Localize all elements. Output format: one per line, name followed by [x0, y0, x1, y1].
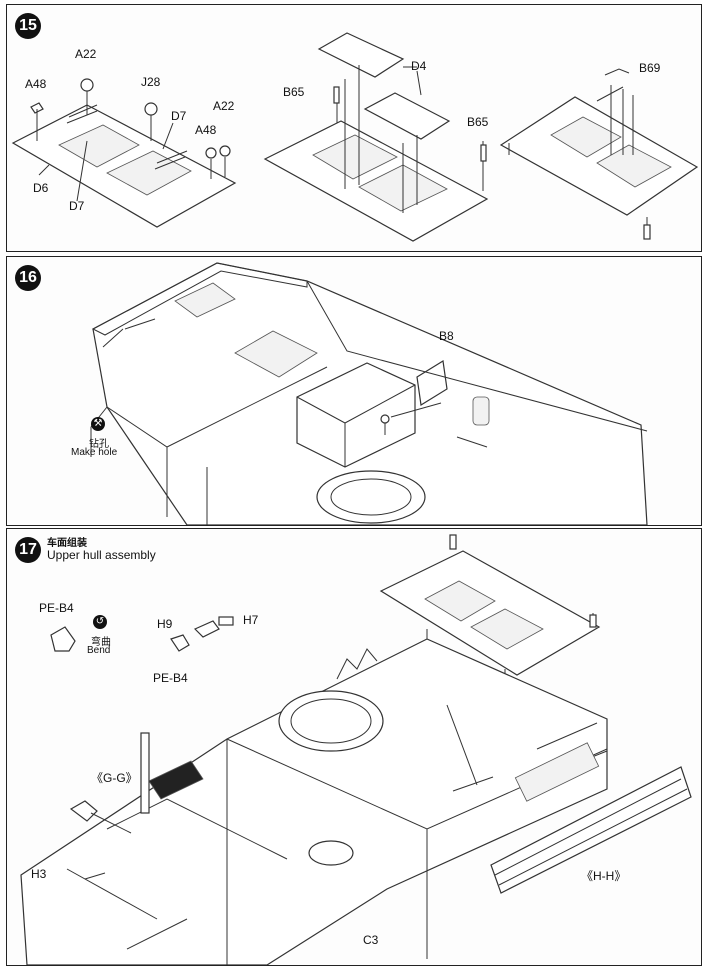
- label-a22-left: A22: [75, 47, 97, 61]
- label-h9: H9: [157, 617, 173, 631]
- label-d6: D6: [33, 181, 49, 195]
- label-d4: D4: [411, 59, 427, 73]
- label-pe-b4-mid: PE-B4: [153, 671, 188, 685]
- bend-en: Bend: [87, 645, 111, 656]
- label-h3: H3: [31, 867, 47, 881]
- drill-icon: ⚒: [91, 417, 105, 431]
- step-16-drawing: [90, 262, 648, 525]
- bend-cn: 弯曲: [91, 637, 111, 648]
- label-b65-top: B65: [283, 85, 305, 99]
- step-15-drawing: [11, 32, 699, 242]
- label-h7: H7: [243, 613, 259, 627]
- label-d7-bottom: D7: [69, 199, 85, 213]
- label-a22-right: A22: [213, 99, 235, 113]
- make-hole-en: Make hole: [71, 447, 118, 458]
- label-b65-right: B65: [467, 115, 489, 129]
- step-16-panel: 16 B8 ⚒ 钻孔 Make hole: [6, 256, 702, 526]
- label-g-g: 《G-G》: [91, 771, 138, 785]
- label-a48-left: A48: [25, 77, 47, 91]
- step-17-title-cn: 车面组装: [47, 538, 87, 549]
- step-16-badge: 16: [15, 265, 41, 291]
- step-17-badge: 17: [15, 537, 41, 563]
- label-c3: C3: [363, 933, 379, 947]
- label-b8: B8: [439, 329, 454, 343]
- label-j28: J28: [141, 75, 161, 89]
- step-15-badge: 15: [15, 13, 41, 39]
- label-d7-right: D7: [171, 109, 187, 123]
- label-h-h: 《H-H》: [581, 869, 627, 883]
- step-17-drawing: [20, 534, 692, 965]
- step-15-panel: 15 A48 A22 J28 D7 A4: [6, 4, 702, 252]
- label-pe-b4-top: PE-B4: [39, 601, 74, 615]
- step-17-title-en: Upper hull assembly: [47, 548, 156, 562]
- label-b69: B69: [639, 61, 661, 75]
- bend-icon: ↺: [93, 615, 107, 629]
- label-a48-right: A48: [195, 123, 217, 137]
- make-hole-cn: 钻孔: [89, 439, 109, 450]
- step-17-panel: 17 车面组装 Upper hull assembly: [6, 528, 702, 966]
